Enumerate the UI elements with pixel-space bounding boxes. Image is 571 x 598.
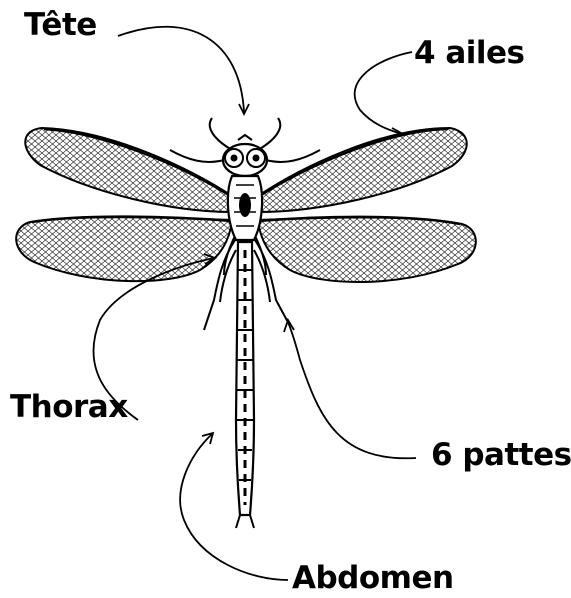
arrow-wings-pointer xyxy=(355,52,412,134)
label-thorax: Thorax xyxy=(10,392,128,423)
wing-hind-left xyxy=(16,217,232,281)
label-abdomen: Abdomen xyxy=(292,563,454,594)
thorax xyxy=(228,176,262,240)
wing-front-left xyxy=(25,128,232,212)
arrow-abdomen-pointer xyxy=(180,434,288,580)
label-wings: 4 ailes xyxy=(414,38,525,69)
label-head: Tête xyxy=(24,10,97,41)
abdomen xyxy=(236,242,254,528)
head xyxy=(223,135,267,176)
arrow-head-pointer xyxy=(118,27,244,112)
arrow-legs-pointer xyxy=(288,322,416,458)
label-legs: 6 pattes xyxy=(431,440,571,471)
annotation-arrows xyxy=(94,27,416,580)
wing-hind-right xyxy=(258,218,476,283)
wing-front-right xyxy=(258,128,467,212)
